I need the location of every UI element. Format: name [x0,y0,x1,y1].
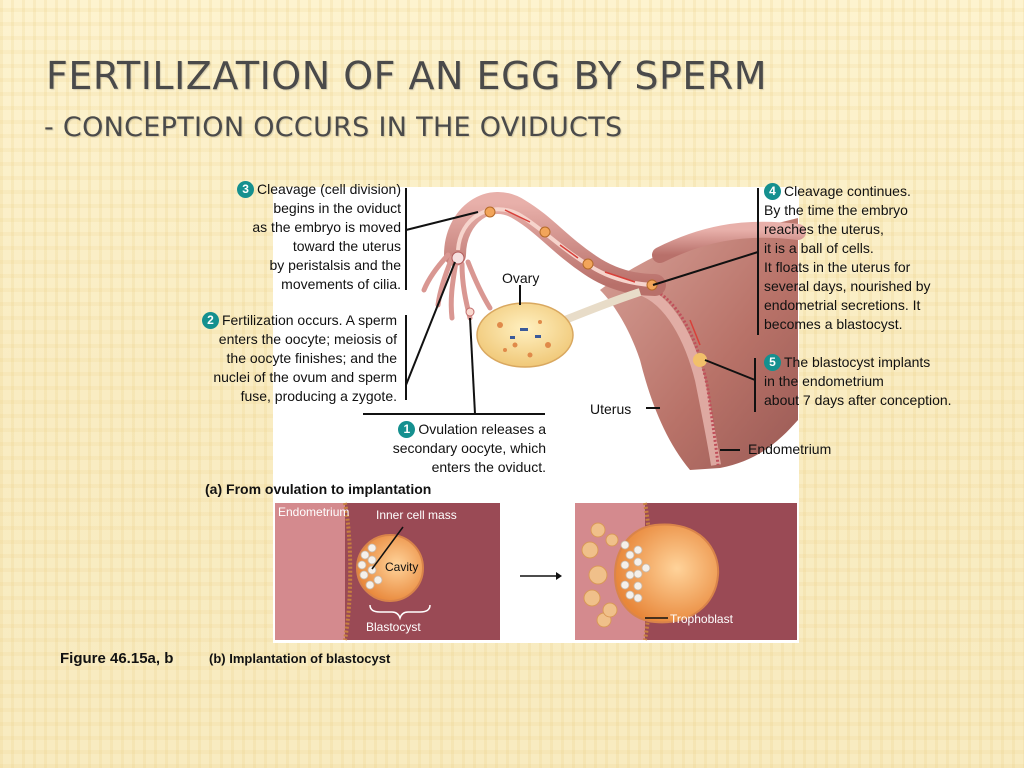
ovary-label: Ovary [502,270,540,286]
migrating-embryos [484,206,658,291]
trophoblast-label: Trophoblast [670,612,733,626]
ovary-follicles-blue [510,328,541,339]
leader-lines [363,188,759,451]
right-oviduct [652,221,806,263]
blastocyst-brace [369,604,431,621]
implanting-blastocyst [693,353,707,367]
step-5-badge: 5 [764,354,781,371]
figure-number: Figure 46.15a, b [60,650,174,667]
slide-subtitle: - Conception occurs in the oviducts [44,112,623,143]
oocyte [465,307,475,317]
oviduct [444,192,666,296]
inner-cell-mass-shape [357,543,383,590]
ovarian-ligament [563,288,642,324]
uterus-label: Uterus [590,401,632,417]
panel-a-caption: (a) From ovulation to implantation [205,481,432,497]
step-1-badge: 1 [398,421,416,438]
trophoblast-projections [581,522,619,628]
implanted-inner-cell-mass [620,540,651,603]
ovary-shape [476,302,574,368]
ovary-follicles [497,320,551,358]
endometrium-label: Endometrium [748,441,832,457]
step-4-badge: 4 [764,183,781,200]
panel-b-caption: (b) Implantation of blastocyst [209,651,391,666]
step-2-badge: 2 [201,312,219,329]
step-3-badge: 3 [237,181,255,198]
fertilization-site [451,251,465,265]
movement-arrows [504,209,701,346]
panel-b-endometrium-label: Endometrium [278,505,350,519]
endometrium-lining [649,286,720,466]
blastocyst-label: Blastocyst [366,620,421,634]
inner-cell-mass-label: Inner cell mass [376,508,457,522]
uterine-cavity [638,285,721,466]
cavity-label: Cavity [385,560,419,574]
fimbriae [421,252,493,321]
endometrium-strip-left [275,503,345,640]
slide-title: Fertilization of an egg by sperm [46,54,768,98]
